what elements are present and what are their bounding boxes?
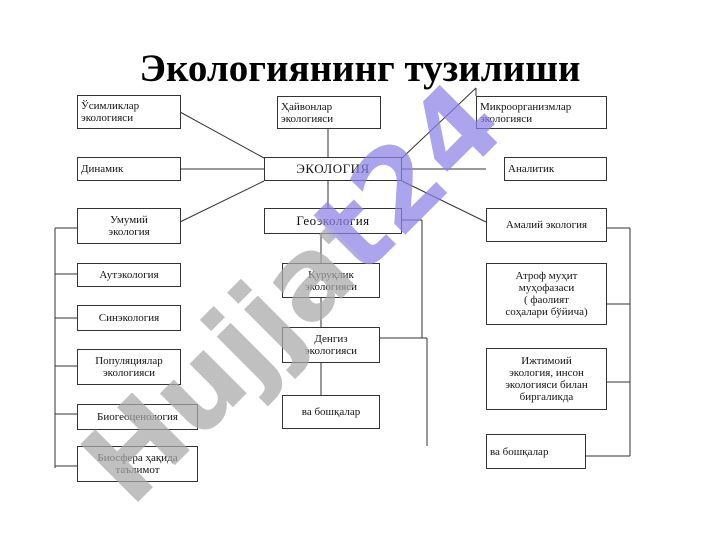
box-environment-protection: Атроф муҳит муҳофазаси ( фаолият соҳалар… xyxy=(486,263,607,325)
box-autecology: Аутэкология xyxy=(77,263,181,287)
box-micro-ecology: Микроорганизмлар экологияси xyxy=(476,96,607,129)
box-population-ecology: Популяциялар экологияси xyxy=(77,349,181,385)
connector-micro-ecology xyxy=(401,87,477,159)
box-social-ecology: Ижтимоий экология, инсон экологияси била… xyxy=(486,348,607,410)
connector-plant-ecology xyxy=(179,111,265,159)
box-others-applied: ва бошқалар xyxy=(486,434,586,469)
connector-ecology-applied xyxy=(401,180,487,223)
box-biosphere: Биосфера ҳақида таълимот xyxy=(77,446,198,482)
box-others-geo: ва бошқалар xyxy=(282,395,380,429)
box-biogeocenology: Биогеоценология xyxy=(77,404,198,430)
box-dynamic: Динамик xyxy=(77,157,181,181)
connector-ecology-general xyxy=(179,180,265,223)
box-plant-ecology: Ўсимликлар экологияси xyxy=(77,95,181,129)
box-general-ecology: Умумий экология xyxy=(77,208,181,244)
box-animal-ecology: Ҳайвонлар экологияси xyxy=(277,96,381,129)
box-synecology: Синэкология xyxy=(77,305,181,331)
box-sea-ecology: Денгиз экологияси xyxy=(282,327,380,363)
page-title: Экологиянинг тузилиши xyxy=(139,47,581,90)
box-geoecology: Геоэкология xyxy=(264,208,402,234)
box-ecology: ЭКОЛОГИЯ xyxy=(264,157,402,181)
box-analytic: Аналитик xyxy=(504,157,607,181)
box-applied-ecology: Амалий экология xyxy=(486,208,607,242)
box-land-ecology: Қуруқлик экологияси xyxy=(282,263,380,298)
